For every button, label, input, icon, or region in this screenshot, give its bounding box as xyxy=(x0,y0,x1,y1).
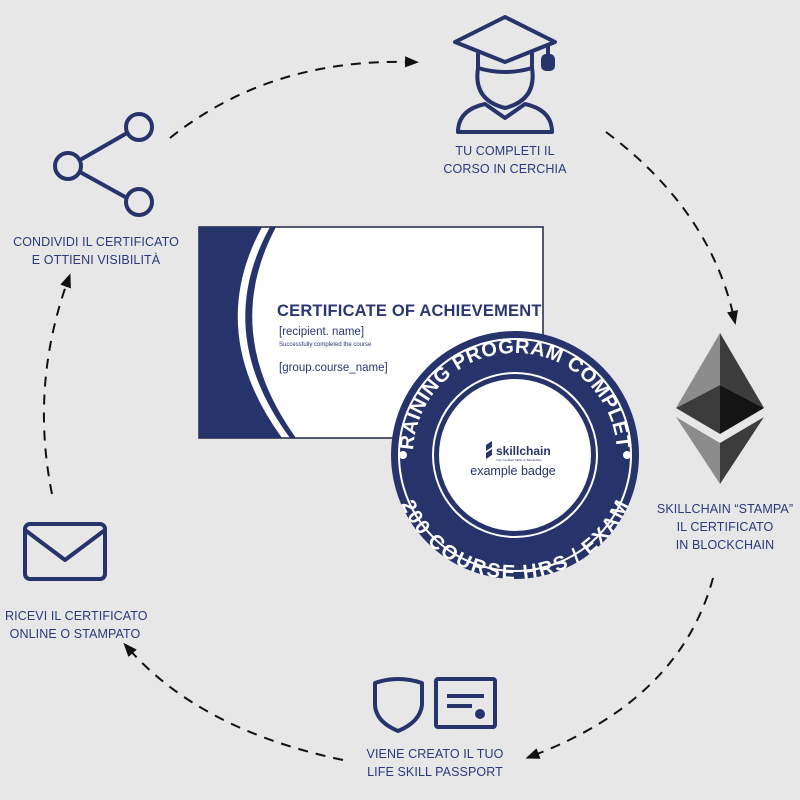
caption-life-skill-passport: VIENE CREATO IL TUO LIFE SKILL PASSPORT xyxy=(360,745,510,781)
flow-arrow-envelope-to-share xyxy=(43,273,71,495)
badge-brand-tagline: Your Certified Skills on Blockchain xyxy=(496,458,542,462)
caption-line: RICEVI IL CERTIFICATO xyxy=(5,609,148,623)
caption-line: CORSO IN CERCHIA xyxy=(443,162,567,176)
ethereum-icon xyxy=(676,333,764,484)
certificate-course: [group.course_name] xyxy=(279,362,388,374)
certificate-subtitle: Successfully completed the course xyxy=(279,342,372,348)
caption-line: TU COMPLETI IL xyxy=(455,144,555,158)
certificate-title: CERTIFICATE OF ACHIEVEMENT xyxy=(277,302,542,320)
caption-line: LIFE SKILL PASSPORT xyxy=(367,765,503,779)
caption-complete-course: TU COMPLETI IL CORSO IN CERCHIA xyxy=(440,142,570,178)
certificate-recipient: [recipient. name] xyxy=(279,326,365,338)
caption-share-certificate: CONDIVIDI IL CERTIFICATO E OTTIENI VISIB… xyxy=(10,233,182,269)
shield-icon xyxy=(373,677,424,733)
caption-line: E OTTIENI VISIBILITÀ xyxy=(31,253,161,267)
flow-arrow-passport-to-envelope xyxy=(123,642,344,761)
skillchain-logo-icon xyxy=(486,441,492,459)
caption-receive-certificate: RICEVI IL CERTIFICATO ONLINE O STAMPATO xyxy=(5,607,148,643)
caption-line: CONDIVIDI IL CERTIFICATO xyxy=(13,235,179,249)
flow-arrow-share-to-graduate xyxy=(169,56,419,139)
caption-line: SKILLCHAIN “STAMPA” xyxy=(656,502,794,516)
share-icon xyxy=(53,112,154,217)
caption-line: IN BLOCKCHAIN xyxy=(675,538,775,552)
certificate-card-icon xyxy=(434,677,497,729)
caption-line: ONLINE O STAMPATO xyxy=(9,627,141,641)
flow-arrow-graduate-to-ethereum xyxy=(605,131,738,325)
badge-brand: skillchain xyxy=(496,444,551,458)
flow-arrow-ethereum-to-passport xyxy=(525,577,714,759)
envelope-icon xyxy=(23,522,107,581)
certificate-card xyxy=(198,226,544,439)
graduate-icon xyxy=(453,15,557,134)
caption-line: VIENE CREATO IL TUO xyxy=(366,747,504,761)
caption-blockchain-stamp: SKILLCHAIN “STAMPA” IL CERTIFICATO IN BL… xyxy=(650,500,800,554)
badge-label: example badge xyxy=(470,464,556,478)
caption-line: IL CERTIFICATO xyxy=(676,520,774,534)
